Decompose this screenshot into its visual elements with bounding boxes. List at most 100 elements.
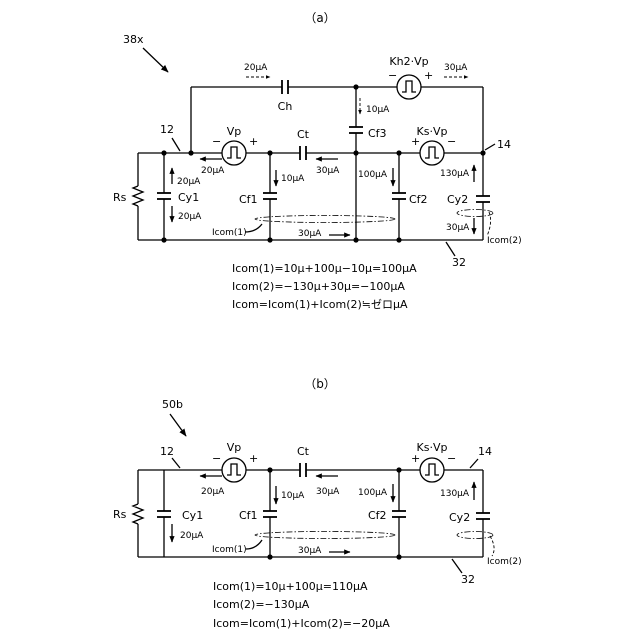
current-cf3: 10μA [366,105,390,115]
current-bottom: 30μA [298,229,322,239]
node-14-leader-b [470,459,478,468]
ksvp-minus-b: − [447,452,456,465]
icom2-loop-a [457,210,493,217]
current-ch: 20μA [244,63,268,73]
current-kh2: 30μA [444,63,468,73]
label-ch: Ch [278,100,293,113]
label-cf1: Cf1 [239,193,258,206]
icom1-loop-b [255,532,395,539]
capacitor-cy2-b [476,513,490,519]
capacitor-cy1 [157,193,171,199]
current-vp-b: 20μA [201,487,225,497]
ksvp-minus: − [447,135,456,148]
label-vp: Vp [227,125,242,138]
ksvp-plus-b: + [411,452,420,465]
label-rs: Rs [113,191,127,204]
node-14: 14 [497,138,511,151]
panel-b: （b） 50b Rs Cy1 Cf1 Ct Cf2 [113,377,522,630]
reference-50b: 50b [162,398,183,411]
equation-b-1: Icom(1)=10μ+100μ=110μA [213,580,368,593]
resistor-rs [133,186,143,206]
equation-a-1: Icom(1)=10μ+100μ−10μ=100μA [232,262,417,275]
label-ksvp-b: Ks·Vp [417,441,448,454]
current-ksvp-b: 130μA [440,489,470,499]
vp-minus: − [212,135,221,148]
label-rs-b: Rs [113,508,127,521]
current-bottom-b: 30μA [298,546,322,556]
icom1-leader-b [246,540,262,549]
current-cf1: 10μA [281,174,305,184]
resistor-rs-b [133,504,143,524]
capacitor-cf2 [392,193,406,199]
label-cy2-b: Cy2 [449,511,470,524]
kh2vp-minus: − [388,69,397,82]
capacitor-ct [300,146,306,160]
current-cf2: 100μA [358,170,388,180]
pulse-source-vp [222,141,246,165]
capacitor-cf3 [349,127,363,133]
current-vp: 20μA [201,166,225,176]
current-cy1-up: 20μA [177,177,201,187]
icom1-label-b: Icom(1) [212,545,247,555]
current-cf2-b: 100μA [358,488,388,498]
label-ct: Ct [297,128,310,141]
icom2-label-a: Icom(2) [487,236,522,246]
label-ksvp: Ks·Vp [417,125,448,138]
current-cy2: 30μA [446,223,470,233]
pulse-source-ksvp-b [420,458,444,482]
node-32-leader-b [452,559,462,573]
equation-a-3: Icom=Icom(1)+Icom(2)≒ゼロμA [232,298,408,311]
icom2-label-b: Icom(2) [487,557,522,567]
pulse-source-vp-b [222,458,246,482]
panel-a-caption: （a） [304,11,335,25]
node-14-b: 14 [478,445,492,458]
node-32-b: 32 [461,573,475,586]
pulse-source-kh2vp [397,75,421,99]
label-cy1-b: Cy1 [182,509,203,522]
label-cf2: Cf2 [409,193,428,206]
current-ct-b: 30μA [316,487,340,497]
node-14-leader [485,144,495,150]
label-cf3: Cf3 [368,127,387,140]
current-cy1-down: 20μA [178,212,202,222]
equation-b-2: Icom(2)=−130μA [213,598,310,611]
kh2vp-plus: + [424,69,433,82]
label-cf1-b: Cf1 [239,509,258,522]
vp-minus-b: − [212,452,221,465]
icom1-label-a: Icom(1) [212,228,247,238]
pulse-source-ksvp [420,141,444,165]
capacitor-ct-b [300,463,306,477]
capacitor-cy2 [476,196,490,202]
current-cy1-b: 20μA [180,531,204,541]
label-cy2: Cy2 [447,193,468,206]
equation-b-3: Icom=Icom(1)+Icom(2)=−20μA [213,617,390,630]
capacitor-cf1-b [263,511,277,517]
capacitor-cf1 [263,193,277,199]
node-32: 32 [452,256,466,269]
capacitor-cf2-b [392,511,406,517]
label-cy1: Cy1 [178,191,199,204]
capacitor-cy1-b [157,511,171,517]
vp-plus: + [249,135,258,148]
icom1-loop-a [255,216,395,223]
reference-arrow [143,48,168,72]
current-ct: 30μA [316,166,340,176]
panel-a: （a） 38x [113,11,522,311]
node-12-leader-b [172,458,180,468]
equation-a-2: Icom(2)=−130μ+30μ=−100μA [232,280,405,293]
node-12-b: 12 [160,445,174,458]
reference-arrow-b [170,414,186,436]
vp-plus-b: + [249,452,258,465]
current-cf1-b: 10μA [281,491,305,501]
icom2-leader-b [490,536,494,556]
icom2-loop-b [457,532,493,539]
node-12-leader [172,138,180,151]
label-vp-b: Vp [227,441,242,454]
label-ct-b: Ct [297,445,310,458]
reference-38x: 38x [123,33,144,46]
ksvp-plus: + [411,135,420,148]
label-kh2vp: Kh2·Vp [389,55,428,68]
icom1-leader-a [245,224,262,232]
node-12: 12 [160,123,174,136]
